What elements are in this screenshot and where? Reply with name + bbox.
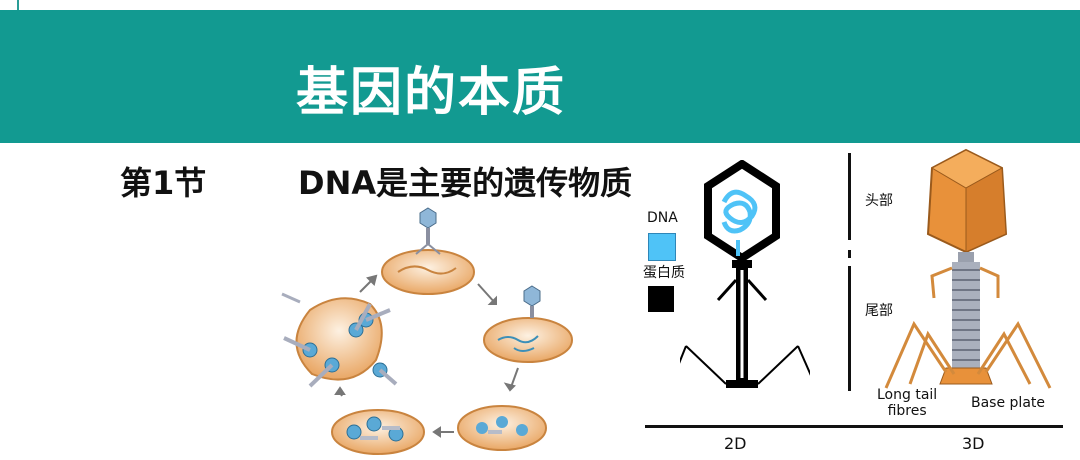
legend-label-dna: DNA xyxy=(647,210,678,226)
slide-title: 基因的本质 xyxy=(296,63,567,123)
panel-divider xyxy=(848,153,851,391)
cycle-stage-replicate xyxy=(457,405,547,451)
tail-sheath xyxy=(952,262,980,368)
legend-swatch-dna xyxy=(648,233,676,261)
slide-subtitle: DNA是主要的遗传物质 xyxy=(298,164,633,202)
top-strip xyxy=(0,0,1080,10)
cycle-stage-assemble xyxy=(331,409,425,455)
phage-3d-diagram xyxy=(884,148,1052,389)
legend-swatch-protein xyxy=(648,286,674,312)
label-3d: 3D xyxy=(962,434,985,453)
phage-infection-cycle xyxy=(281,207,573,455)
section-label: 第1节 xyxy=(120,164,207,202)
title-banner: 基因的本质 xyxy=(0,10,1080,143)
label-2d: 2D xyxy=(724,434,747,453)
base-plate-label: Base plate xyxy=(971,395,1045,411)
phage-2d-diagram xyxy=(680,160,810,388)
cycle-stage-inject xyxy=(483,285,573,363)
divider-gap xyxy=(846,240,853,250)
legend-label-protein: 蛋白质 xyxy=(643,265,685,281)
top-strip-tick xyxy=(17,0,19,10)
cycle-stage-attach xyxy=(381,207,475,295)
baseline xyxy=(645,425,1063,428)
tail-label: 尾部 xyxy=(865,303,893,319)
cycle-arrows xyxy=(334,274,519,438)
divider-gap-2 xyxy=(846,258,853,266)
long-tail-fibres-label: Long tail fibres xyxy=(877,387,938,419)
cycle-stage-lysis xyxy=(281,292,398,388)
head-label: 头部 xyxy=(865,193,893,209)
